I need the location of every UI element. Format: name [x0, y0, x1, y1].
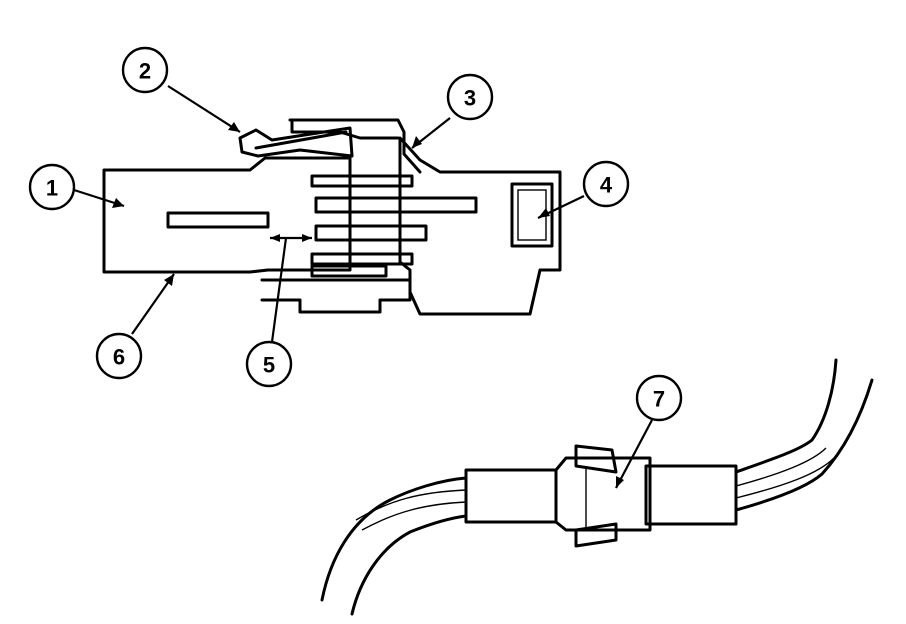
- callout-6: 6: [95, 332, 143, 380]
- callout-5: 5: [245, 340, 293, 388]
- male-connector-housing: [102, 156, 352, 274]
- callout-1: 1: [28, 163, 76, 211]
- callout-6-label: 6: [113, 345, 125, 370]
- callout-2: 2: [121, 46, 169, 94]
- callout-2-label: 2: [139, 59, 151, 84]
- gap-dimension-arrow: [270, 234, 312, 242]
- callout-4: 4: [582, 160, 630, 208]
- callout-5-label: 5: [263, 353, 275, 378]
- callout-7-label: 7: [653, 387, 665, 412]
- leader-lines: [73, 85, 653, 489]
- callout-4-label: 4: [600, 173, 613, 198]
- female-contact-blades: [310, 174, 478, 278]
- locking-latch: [238, 126, 354, 158]
- harness-connector: [320, 358, 874, 616]
- callout-3: 3: [446, 73, 494, 121]
- callout-1-label: 1: [46, 176, 58, 201]
- callout-3-label: 3: [464, 86, 476, 111]
- callout-7: 7: [635, 374, 683, 422]
- male-terminal-pin: [166, 211, 270, 229]
